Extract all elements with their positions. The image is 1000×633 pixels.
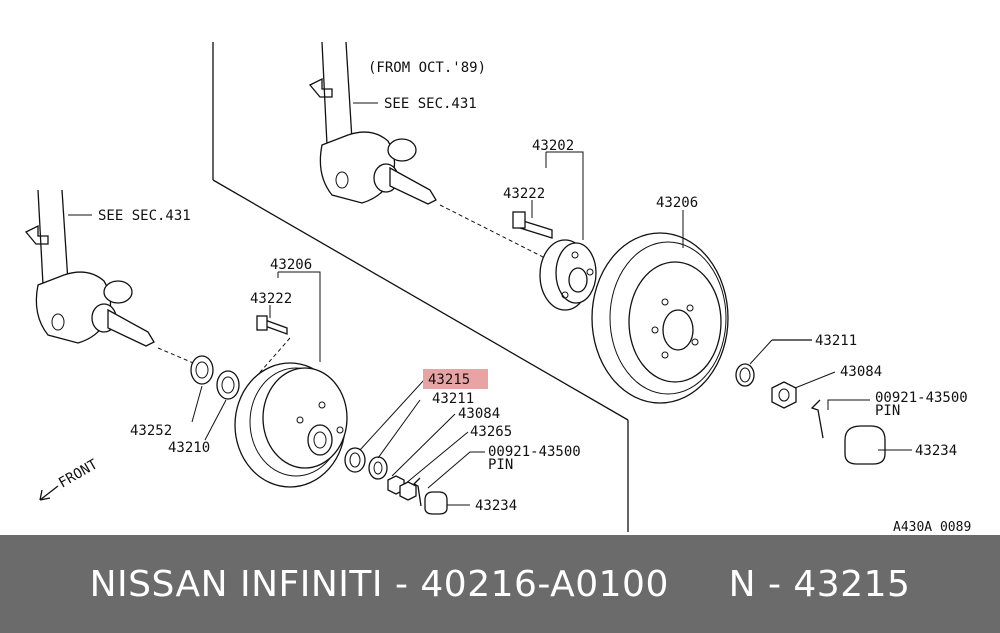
label-front: FRONT xyxy=(56,456,101,491)
label-43211-upper: 43211 xyxy=(815,333,857,349)
lower-knuckle-drawing xyxy=(24,189,199,366)
label-43252: 43252 xyxy=(130,423,172,439)
lower-small-parts xyxy=(344,447,448,515)
label-43222-upper: 43222 xyxy=(503,186,545,202)
label-ref-code: A430A 0089 xyxy=(893,520,971,535)
label-43215: 43215 xyxy=(428,372,470,388)
label-43211-lower: 43211 xyxy=(432,391,474,407)
label-from-oct-89: (FROM OCT.'89) xyxy=(368,60,486,76)
label-00921-upper: 00921-43500 xyxy=(875,390,968,406)
frame-lines xyxy=(212,42,629,532)
lower-seal-bearing xyxy=(190,315,291,400)
footer-part-number: NISSAN INFINITI - 40216-A0100 N - 43215 xyxy=(89,563,911,605)
label-see-sec-upper: SEE SEC.431 xyxy=(384,96,477,112)
highlight-43215 xyxy=(423,369,488,389)
lower-drum-drawing xyxy=(234,362,348,488)
label-43234-lower: 43234 xyxy=(475,498,517,514)
label-43222-lower: 43222 xyxy=(250,291,292,307)
label-see-sec-lower: SEE SEC.431 xyxy=(98,208,191,224)
label-43234-upper: 43234 xyxy=(915,443,957,459)
front-arrow-icon: FRONT xyxy=(39,456,101,501)
label-43210: 43210 xyxy=(168,440,210,456)
upper-drum-drawing xyxy=(591,232,729,404)
label-pin-lower: PIN xyxy=(488,457,513,473)
label-43202: 43202 xyxy=(532,138,574,154)
parts-diagram: (FROM OCT.'89) SEE SEC.431 SEE SEC.431 4… xyxy=(24,41,971,535)
upper-hub-drawing xyxy=(512,211,597,311)
label-00921-lower: 00921-43500 xyxy=(488,444,581,460)
leader-lines xyxy=(191,151,912,506)
label-pin-upper: PIN xyxy=(875,403,900,419)
label-43265: 43265 xyxy=(470,424,512,440)
label-43206-lower: 43206 xyxy=(270,257,312,273)
footer-banner: NISSAN INFINITI - 40216-A0100 N - 43215 xyxy=(0,535,1000,633)
upper-knuckle-drawing xyxy=(308,41,546,259)
label-43206-upper: 43206 xyxy=(656,195,698,211)
upper-small-parts xyxy=(735,363,886,465)
label-43084-upper: 43084 xyxy=(840,364,882,380)
label-43084-lower: 43084 xyxy=(458,406,500,422)
